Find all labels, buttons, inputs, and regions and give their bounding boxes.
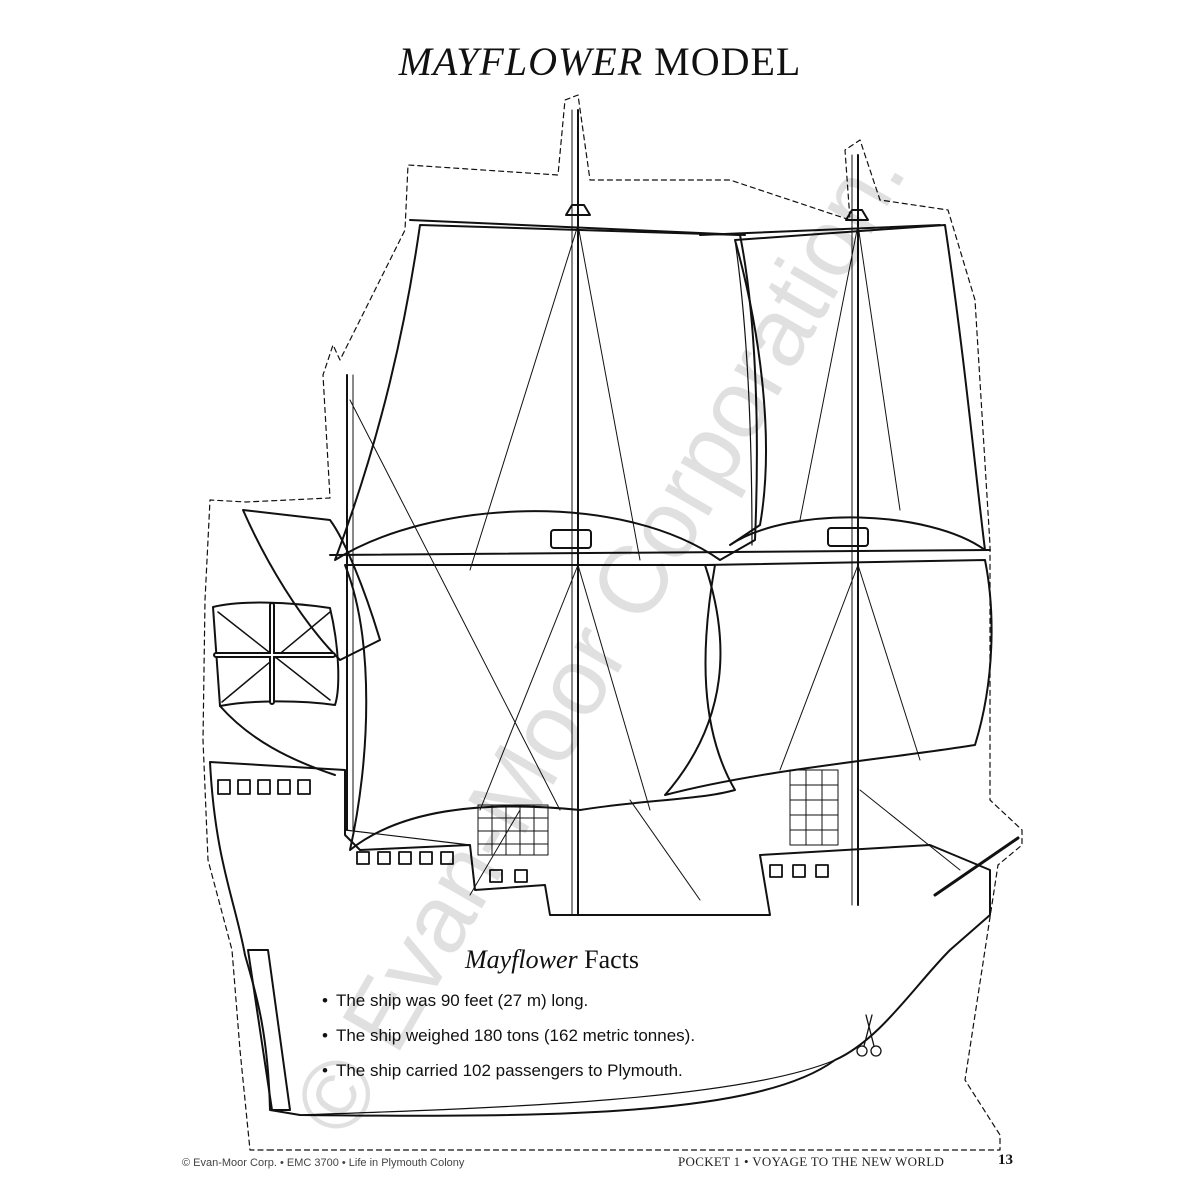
fore-course-sail [664,559,993,796]
main-mast-top [565,204,591,216]
facts-heading: Mayflower Facts [465,945,639,975]
main-course-sail [344,564,736,851]
scissors-icon [856,1014,882,1057]
main-lower-yard [329,549,991,556]
bowsprit [933,836,1020,897]
facts-heading-rest: Facts [584,945,640,974]
lateen-sail [242,509,381,661]
ship-hull [209,761,991,1117]
union-jack-flag [212,601,340,707]
rudder [247,949,291,1111]
fore-mast-top [845,209,869,221]
fact-item: The ship weighed 180 tons (162 metric to… [322,1025,695,1060]
facts-heading-italic: Mayflower [465,945,578,974]
fact-item: The ship carried 102 passengers to Plymo… [322,1060,695,1095]
footer-section: POCKET 1 • VOYAGE TO THE NEW WORLD [678,1154,945,1169]
title-italic: MAYFLOWER [398,39,644,84]
stern-post [219,705,336,776]
rigging [349,224,961,901]
fact-item: The ship was 90 feet (27 m) long. [322,990,695,1025]
fore-top-yard [699,224,941,236]
fore-topsail [729,224,986,551]
title-rest: MODEL [654,39,802,84]
footer-credit: © Evan-Moor Corp. • EMC 3700 • Life in P… [182,1157,465,1169]
page-number: 13 [998,1152,1013,1168]
cut-line[interactable] [202,94,1023,1151]
gun-ports [356,851,829,883]
main-top-cap [550,529,592,549]
deck-lattice [477,769,839,856]
fore-top-cap [827,527,869,547]
main-topsail [334,224,758,561]
page-title: MAYFLOWER MODEL [0,38,1200,85]
stern-windows [217,779,311,795]
facts-list: The ship was 90 feet (27 m) long. The sh… [322,990,695,1095]
